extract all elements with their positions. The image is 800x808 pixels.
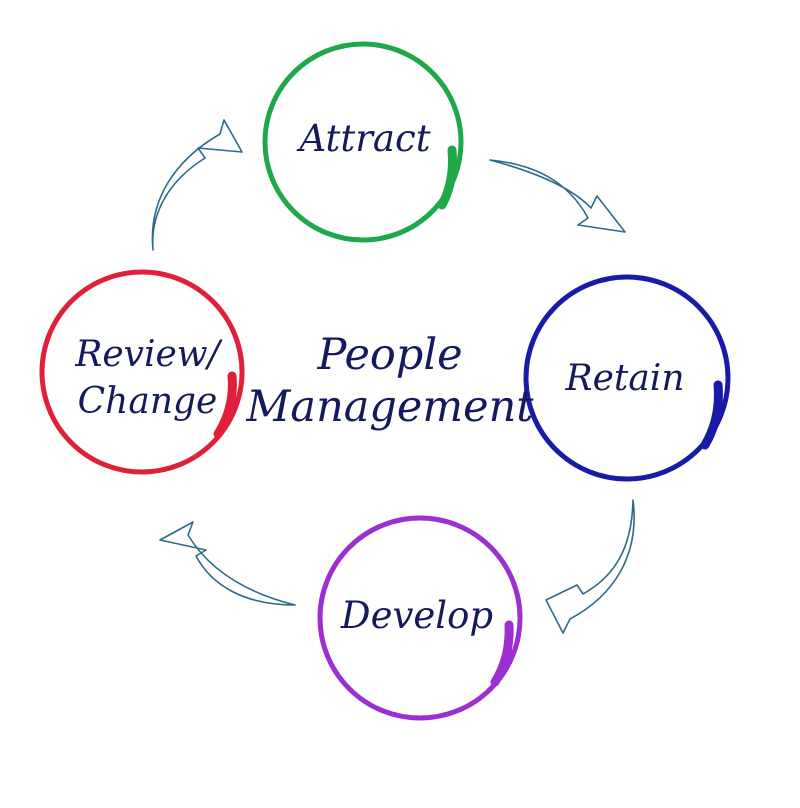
center-title: People Management	[240, 330, 540, 433]
center-title-line2: Management	[246, 381, 534, 432]
review-change-circle	[39, 269, 245, 475]
review-label-line2: Change	[77, 380, 218, 422]
develop-circle	[317, 515, 523, 721]
retain-label: Retain	[565, 358, 685, 399]
attract-label: Attract	[299, 117, 431, 160]
center-title-line1: People	[317, 330, 463, 380]
review-change-label: Review/ Change	[55, 332, 240, 426]
review-label-line1: Review/	[75, 334, 220, 375]
arrow-retain-to-develop	[545, 499, 635, 634]
attract-circle	[262, 41, 464, 243]
retain-circle	[523, 274, 731, 482]
develop-label: Develop	[340, 594, 494, 637]
arrow-review-to-attract	[151, 119, 243, 251]
arrow-develop-to-review	[159, 521, 296, 606]
arrow-attract-to-retain	[489, 159, 626, 233]
